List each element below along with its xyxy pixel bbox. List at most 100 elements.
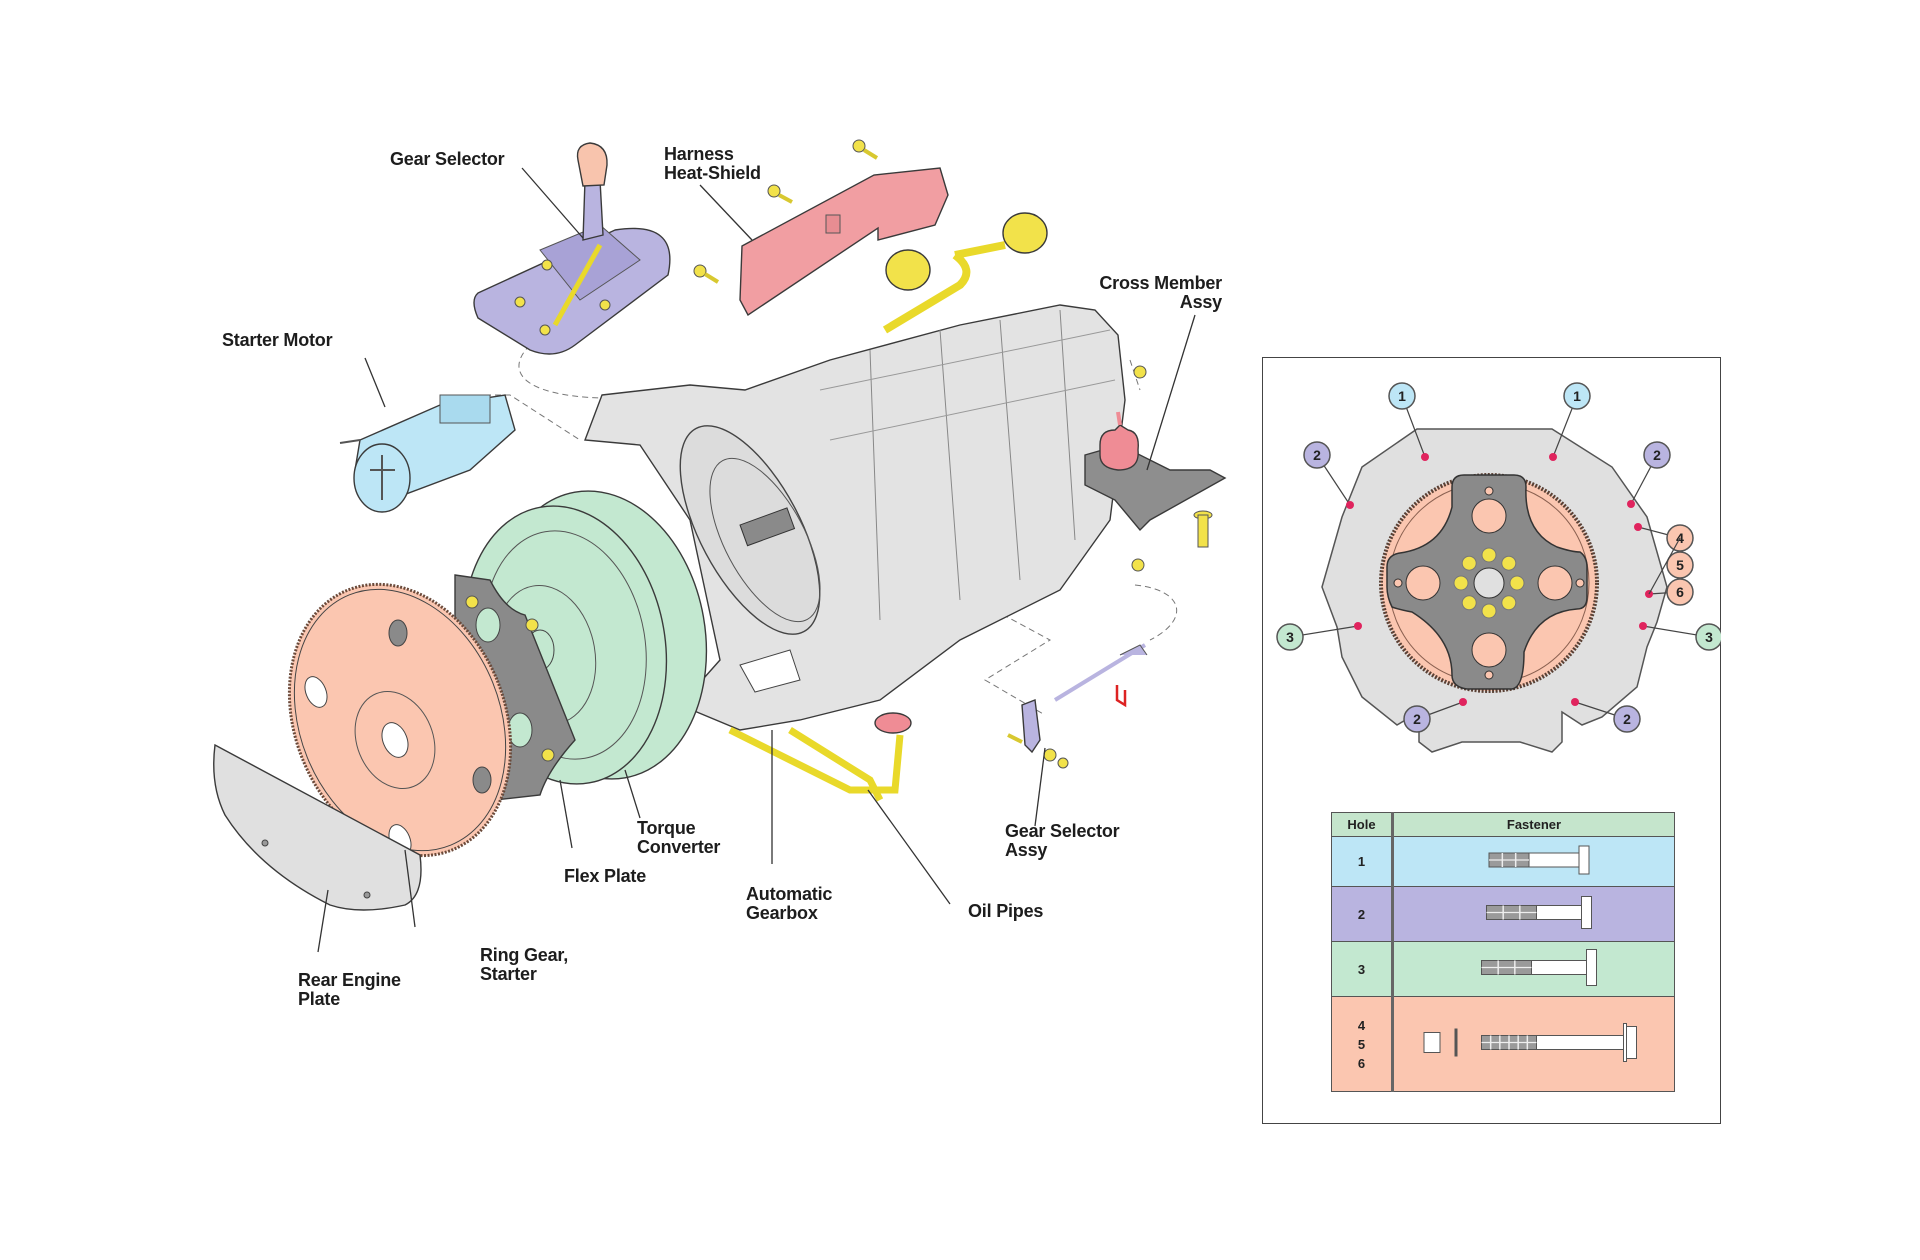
bell-housing-hole-diagram: 1 1 2 2 2 2 3 3 4 5 6: [1276, 382, 1721, 753]
hole-callouts: 1 1 2 2 2 2 3 3 4 5 6: [1276, 382, 1721, 733]
fastener-cell: [1392, 836, 1675, 887]
hole-marker: [1549, 453, 1557, 461]
hole-callout-5: 5: [1666, 551, 1694, 579]
crank-bolt: [1509, 575, 1525, 591]
callout-gear-selector-assy: Gear Selector Assy: [1005, 821, 1120, 860]
fastener-cell: [1392, 996, 1675, 1092]
hole-number-bubble: [1276, 623, 1304, 651]
bolt-icon: [1423, 1023, 1637, 1062]
crank-bolt: [1481, 603, 1497, 619]
crank-bolt: [1501, 595, 1517, 611]
header-hole: Hole: [1331, 812, 1394, 837]
fastener-table-header: Hole Fastener: [1331, 812, 1675, 837]
hole-number-bubble: [1666, 578, 1694, 606]
wiring-harness-part[interactable]: [882, 212, 1048, 334]
bolt-icon: [1486, 896, 1592, 929]
hole-marker: [1354, 622, 1362, 630]
callout-oil-pipes: Oil Pipes: [968, 901, 1044, 921]
hole-number-bubble: [1403, 705, 1431, 733]
assembly-guide-lines: [485, 344, 1178, 716]
fastener-row: 3: [1331, 941, 1675, 997]
hole-marker: [1571, 698, 1579, 706]
hole-callout-3: 3: [1276, 622, 1362, 651]
hole-number: 1: [1357, 854, 1366, 869]
nut-icon: [1423, 1032, 1441, 1053]
header-fastener: Fastener: [1392, 812, 1675, 837]
oil-pipes-part[interactable]: [728, 712, 912, 802]
callout-cross-member-assy: Cross Member Assy: [1099, 273, 1222, 312]
hole-number: 2: [1313, 447, 1321, 463]
hole-marker: [1634, 523, 1642, 531]
fastener-table: Hole Fastener 1 2 3 4 5 6: [1331, 812, 1675, 1092]
crank-bolt: [1461, 555, 1477, 571]
hole-number: 6: [1357, 1055, 1366, 1071]
bolt-icon: [1481, 949, 1597, 986]
hole-callout-2: 2: [1571, 698, 1641, 733]
hole-number: 3: [1357, 961, 1366, 977]
hole-callout-3: 3: [1639, 622, 1721, 651]
hole-marker: [1639, 622, 1647, 630]
callout-torque-converter: Torque Converter: [637, 818, 721, 857]
hole-callout-1: 1: [1549, 382, 1591, 461]
gear-selector-assy-part[interactable]: [1007, 643, 1148, 769]
rear-engine-plate-part[interactable]: [213, 743, 422, 911]
gear-selector-part[interactable]: [473, 142, 671, 355]
crankshaft-bolts: [1453, 547, 1525, 619]
callout-automatic-gearbox: Automatic Gearbox: [746, 884, 833, 923]
harness-heat-shield-part[interactable]: [693, 139, 949, 317]
fastener-row: 4 5 6: [1331, 996, 1675, 1092]
hole-number-bubble: [1666, 551, 1694, 579]
hole-number: 3: [1286, 629, 1294, 645]
hole-number-bubble: [1388, 382, 1416, 410]
crank-bolt: [1501, 555, 1517, 571]
hole-numbers: 4 5 6: [1332, 1016, 1391, 1073]
hole-number-bubble: [1563, 382, 1591, 410]
crank-bolt: [1481, 547, 1497, 563]
hole-number: 2: [1653, 447, 1661, 463]
bolt-icon: [1488, 845, 1590, 875]
callout-gear-selector: Gear Selector: [390, 149, 505, 169]
hole-numbers: 3: [1332, 960, 1391, 979]
fastener-row: 2: [1331, 886, 1675, 942]
callout-starter-motor: Starter Motor: [222, 330, 333, 350]
crank-bolt: [1453, 575, 1469, 591]
hole-number: 5: [1676, 557, 1684, 573]
hole-number: 5: [1357, 1036, 1366, 1052]
hole-number-bubble: [1303, 441, 1331, 469]
hole-callout-2: 2: [1627, 441, 1671, 508]
hole-number: 1: [1573, 388, 1581, 404]
hole-number: 2: [1413, 711, 1421, 727]
hole-number-cell: 4 5 6: [1331, 996, 1394, 1092]
hole-number: 2: [1623, 711, 1631, 727]
cross-member-assy-part[interactable]: [1084, 411, 1227, 548]
hole-number-bubble: [1613, 705, 1641, 733]
hole-number: 4: [1357, 1017, 1366, 1033]
hole-callout-2: 2: [1303, 441, 1354, 509]
hole-number: 6: [1676, 584, 1684, 600]
hole-number: 2: [1357, 906, 1366, 922]
hole-number: 4: [1676, 530, 1684, 546]
hole-marker: [1421, 453, 1429, 461]
hole-number-cell: 2: [1331, 886, 1394, 942]
fastener-legend-panel: [1262, 357, 1721, 1124]
hole-marker: [1459, 698, 1467, 706]
hole-marker: [1346, 501, 1354, 509]
hole-number: 3: [1705, 629, 1713, 645]
hole-number: 1: [1398, 388, 1406, 404]
hole-callout-2: 2: [1403, 698, 1467, 733]
starter-motor-part[interactable]: [339, 394, 516, 513]
ring-gear-starter-part[interactable]: [250, 551, 550, 889]
callout-harness-heat-shield: Harness Heat-Shield: [664, 144, 761, 183]
crank-bolt: [1461, 595, 1477, 611]
fastener-cell: [1392, 886, 1675, 942]
fastener-cell: [1392, 941, 1675, 997]
hole-number-bubble: [1695, 623, 1721, 651]
hole-number-cell: 3: [1331, 941, 1394, 997]
hole-numbers: 2: [1332, 905, 1391, 924]
hole-callout-6: 6: [1645, 578, 1694, 606]
hole-callout-1: 1: [1388, 382, 1429, 461]
callout-ring-gear-starter: Ring Gear, Starter: [480, 945, 569, 984]
automatic-gearbox-part[interactable]: [584, 304, 1147, 731]
fastener-row: 1: [1331, 836, 1675, 887]
